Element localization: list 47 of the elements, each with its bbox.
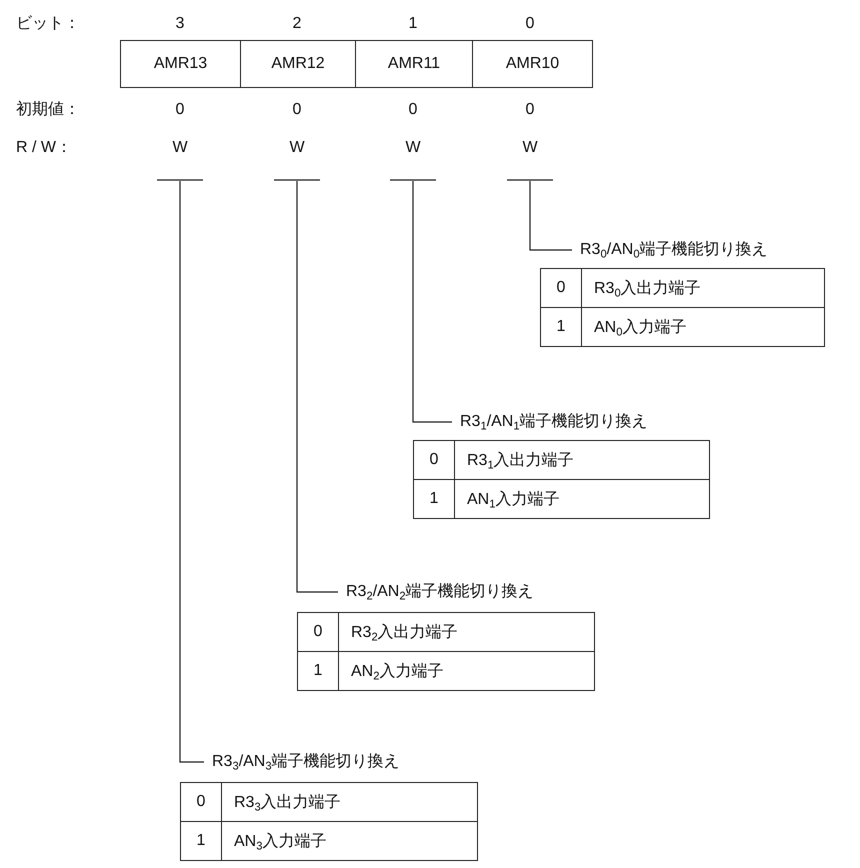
bit-number: 1	[408, 14, 418, 34]
bit-marker-bar	[390, 179, 436, 181]
table-cell: 0	[414, 441, 454, 479]
initial-value: 0	[524, 100, 536, 120]
bit-marker-bar	[157, 179, 203, 181]
leader-line	[179, 181, 204, 763]
bit-marker-bar	[274, 179, 320, 181]
table-cell: 0	[541, 269, 581, 307]
bit-number: 2	[292, 14, 302, 34]
function-description: R3$_{1}$/AN$_{1}$端子機能切り換え	[460, 412, 648, 432]
initial-value: 0	[174, 100, 186, 120]
function-description: R3$_{3}$/AN$_{3}$端子機能切り換え	[212, 752, 400, 772]
register-bit-cell: AMR12	[240, 40, 356, 88]
table-cell: AN$_{0}$入力端子	[582, 308, 824, 346]
register-bit-cell: AMR10	[472, 40, 593, 88]
bit-number: 3	[174, 14, 186, 34]
table-cell: AN$_{1}$入力端子	[455, 480, 709, 518]
table-cell: R3$_{0}$入出力端子	[582, 269, 824, 307]
table-cell: AN$_{2}$入力端子	[339, 652, 594, 690]
table-cell: R3$_{1}$入出力端子	[455, 441, 709, 479]
field-label: R / W：	[16, 138, 72, 158]
bit-number: 0	[524, 14, 536, 34]
table-cell: R3$_{3}$入出力端子	[222, 783, 477, 821]
register-bit-cell: AMR13	[120, 40, 241, 88]
table-cell: 1	[541, 308, 581, 346]
leader-line	[529, 181, 572, 251]
table-cell: 1	[181, 822, 221, 860]
table-cell: AN$_{3}$入力端子	[222, 822, 477, 860]
access-type: W	[171, 138, 189, 158]
initial-value: 0	[408, 100, 418, 120]
function-description: R3$_{0}$/AN$_{0}$端子機能切り換え	[580, 240, 768, 260]
table-cell: 0	[298, 613, 338, 651]
table-cell: 0	[181, 783, 221, 821]
function-description: R3$_{2}$/AN$_{2}$端子機能切り換え	[346, 582, 534, 602]
access-type: W	[404, 138, 422, 158]
table-cell: R3$_{2}$入出力端子	[339, 613, 594, 651]
bit-marker-bar	[507, 179, 553, 181]
access-type: W	[288, 138, 306, 158]
table-cell: 1	[414, 480, 454, 518]
table-cell: 1	[298, 652, 338, 690]
initial-value: 0	[292, 100, 302, 120]
leader-line	[296, 181, 338, 593]
leader-line	[412, 181, 452, 423]
access-type: W	[521, 138, 539, 158]
register-bit-cell: AMR11	[355, 40, 473, 88]
field-label: ビット：	[16, 14, 80, 34]
field-label: 初期値：	[16, 100, 80, 120]
